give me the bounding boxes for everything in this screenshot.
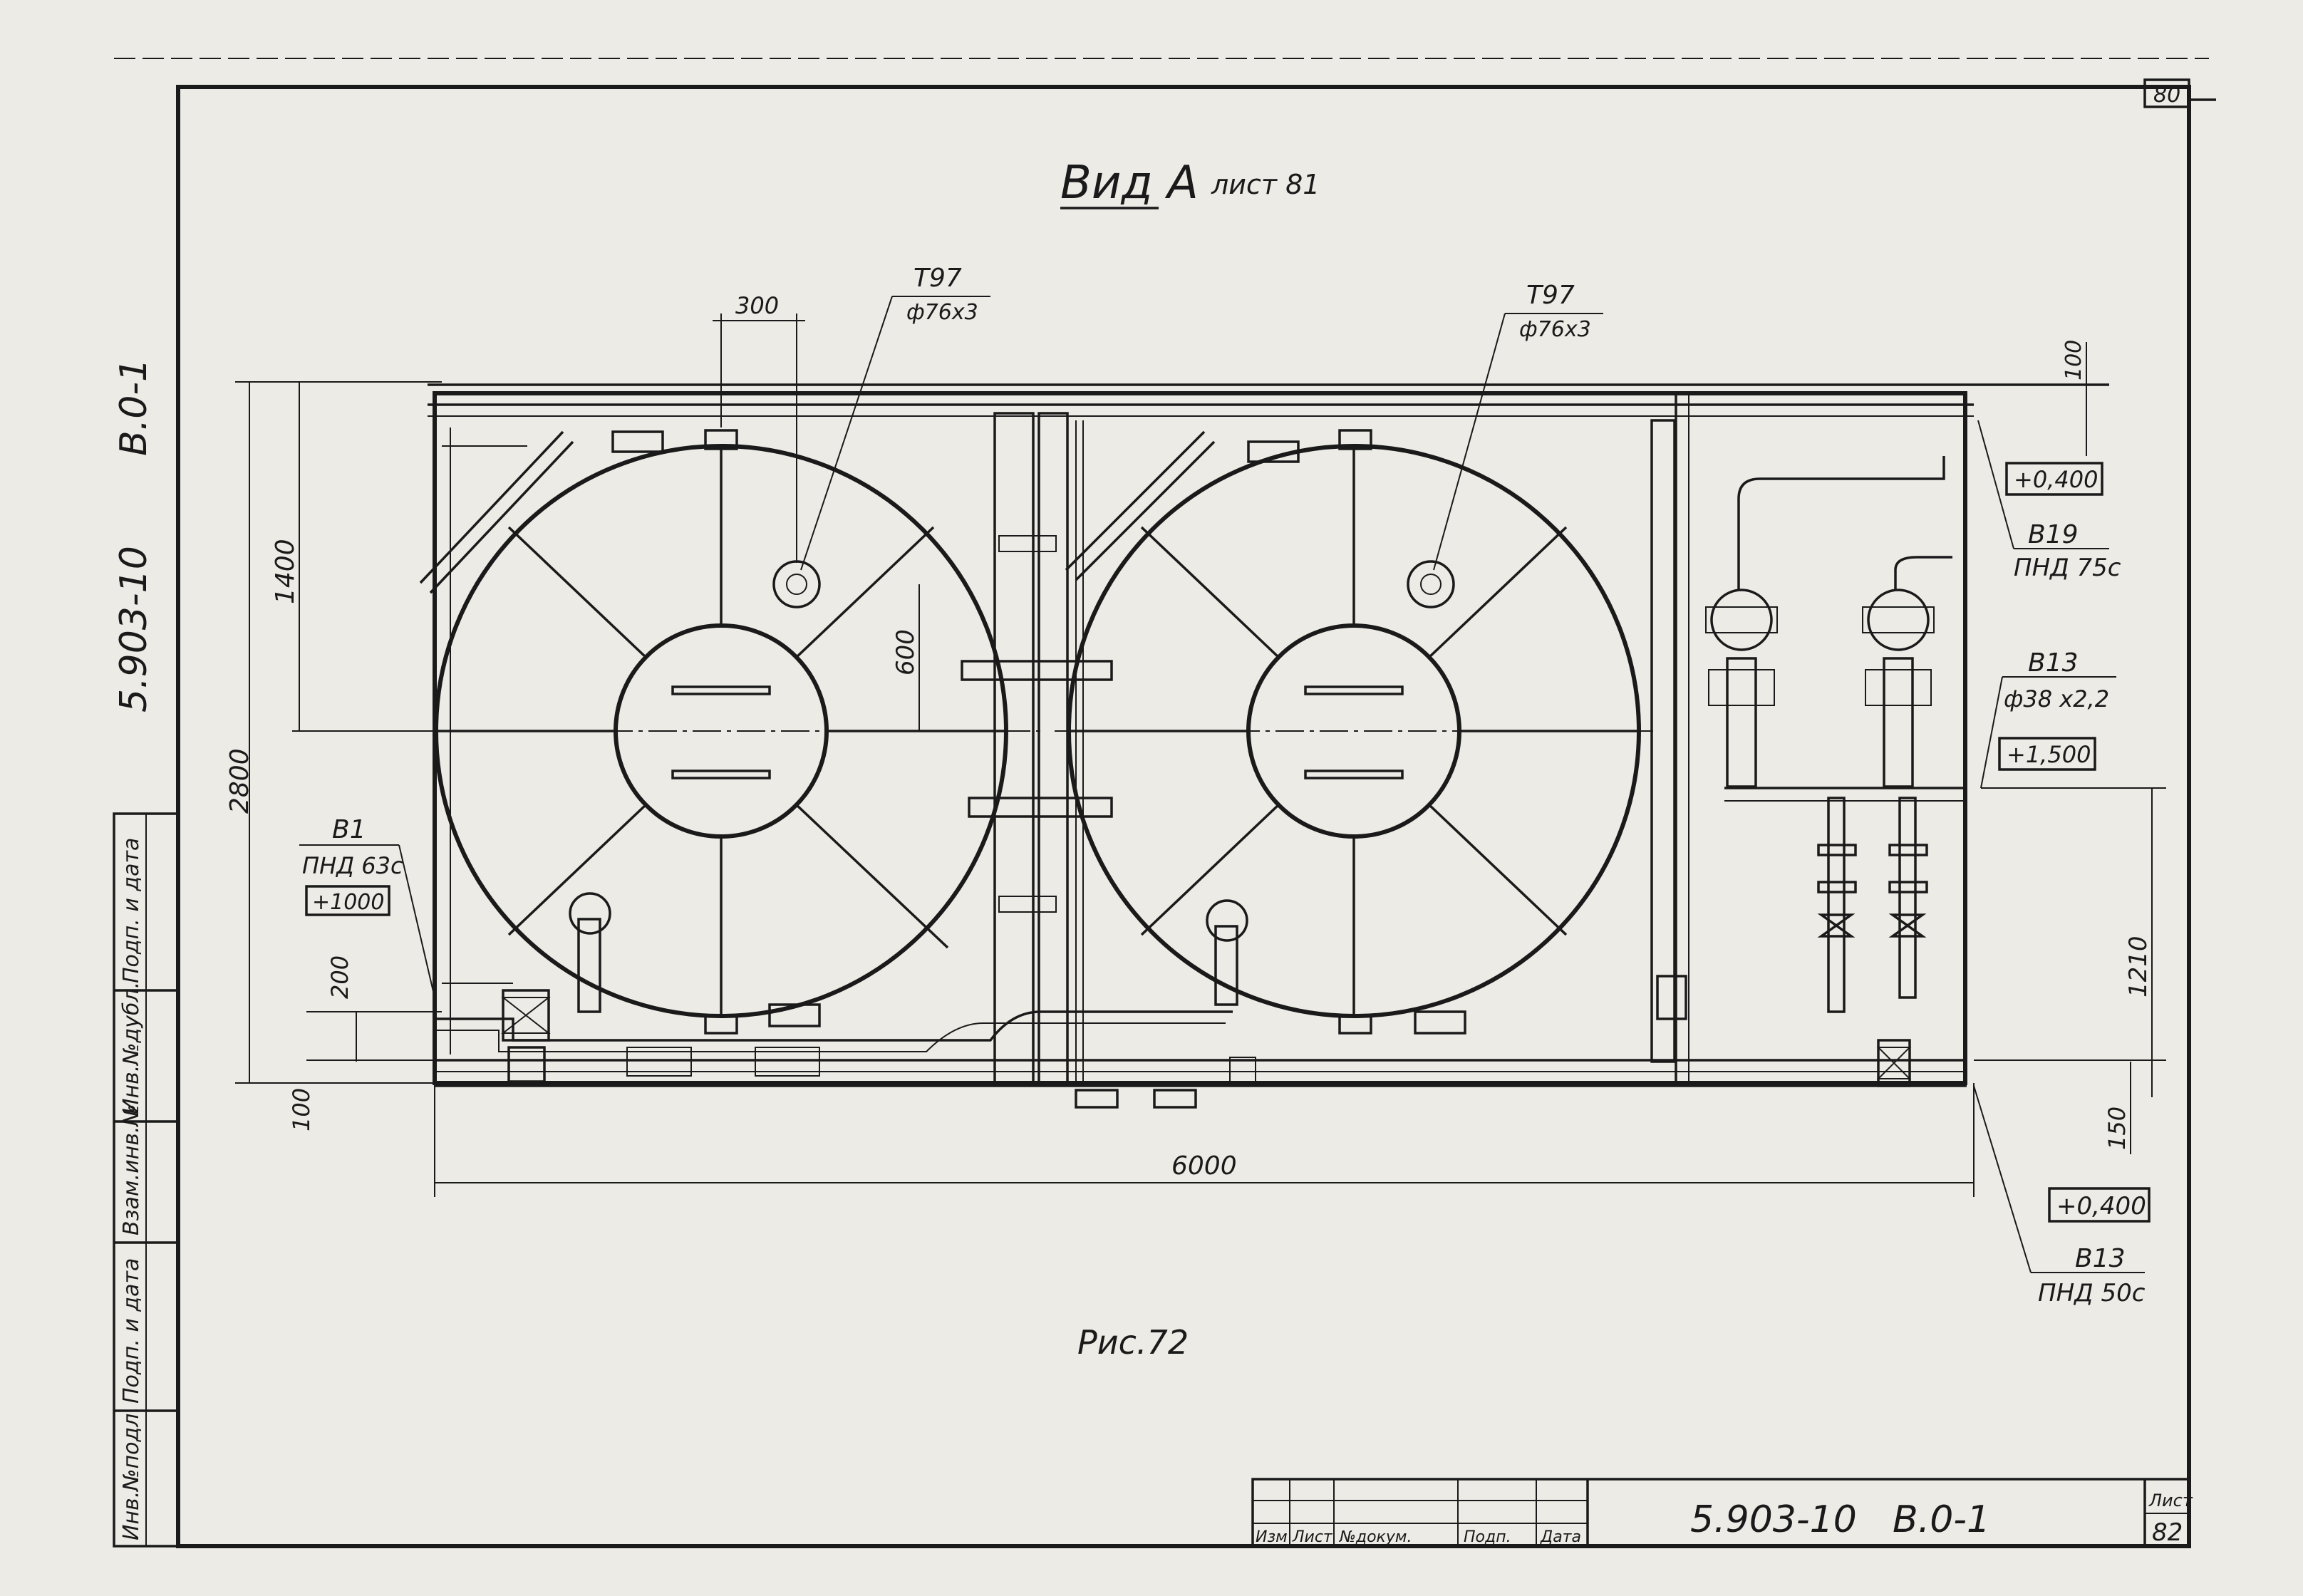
dim-300: 300 [735,292,779,319]
view-title-text: Вид А [1060,157,1199,209]
view-sheet-ref: лист 81 [1211,169,1320,200]
dim-600: 600 [891,629,920,675]
b19-mark: В19 [2028,520,2079,549]
dim-6000: 6000 [1171,1151,1237,1181]
dimension-values: 300 100 1400 600 2800 200 100 6000 1210 … [225,292,2153,1181]
stamp-label-sign-date-2: Подп. и дата [119,838,144,983]
dim-150: 150 [2103,1107,2131,1150]
dim-2800: 2800 [225,748,254,814]
figure-caption: Рис.72 [1077,1323,1189,1362]
bottom-piping [433,989,1256,1109]
left-strip: 5.903-10 В.0-1 [113,358,155,712]
corner-sheet-number: 80 [2143,78,2190,108]
t97-left-size: ф76х3 [906,300,978,325]
stamp-label-replace-inv: Взам.инв.№ [119,1104,144,1235]
elevation-left-text: +1000 [312,890,384,915]
tb-header-doc: №докум. [1339,1528,1412,1546]
b13-upper-size: ф38 х2,2 [2004,685,2109,712]
callout-t97-right: Т97 ф76х3 [1433,281,1603,571]
dim-200: 200 [326,955,353,999]
tb-part: В.0-1 [1893,1498,1990,1541]
right-equipment [1705,456,1967,1087]
elevation-bottom-right-text: +0,400 [2056,1192,2146,1221]
callout-b13-upper: В13 ф38 х2,2 [1980,648,2116,789]
left-strip-code: 5.903-10 [113,546,155,712]
b13-lower-pipe: ПНД 50с [2038,1279,2146,1307]
dim-1400: 1400 [271,539,300,604]
stamp-label-orig-inv: Инв.№подл. [119,1406,144,1540]
stamp-label-dup-inv: Инв.№дубл. [119,982,144,1114]
tb-sheet-label: Лист [2148,1491,2193,1510]
elevation-mid-right: +1,500 [1998,737,2096,771]
tb-code: 5.903-10 [1690,1498,1857,1541]
view-title: Вид А лист 81 [1060,157,1320,209]
elevation-mid-right-text: +1,500 [2007,741,2091,768]
callout-b13-lower: В13 ПНД 50с [1973,1085,2146,1307]
elevation-top-right: +0,400 [2005,462,2103,496]
b19-pipe: ПНД 75с [2014,554,2121,582]
elevation-bottom-right: +0,400 [2048,1187,2151,1223]
dimension-lines [235,314,2166,1197]
tank-right [1055,429,1653,1035]
callout-t97-left: Т97 ф76х3 [800,264,990,571]
left-strip-part: В.0-1 [113,358,155,456]
dim-100-top: 100 [2061,340,2086,380]
elevation-top-right-text: +0,400 [2014,466,2098,493]
callout-b1: В1 ПНД 63с [299,815,435,998]
callout-b19: В19 ПНД 75с [1977,420,2121,582]
t97-right-mark: Т97 [1526,281,1575,310]
t97-right-size: ф76х3 [1519,317,1591,342]
b1-mark: В1 [332,815,366,844]
b13-lower-mark: В13 [2075,1244,2126,1273]
tb-sheet-number: 82 [2152,1518,2183,1547]
dim-1210: 1210 [2124,936,2153,998]
vertical-piping [961,412,1687,1084]
tb-header-rev: Изм [1256,1528,1288,1546]
tb-header-date: Дата [1540,1528,1581,1546]
stamp-label-sign-date-1: Подп. и дата [119,1258,144,1404]
t97-left-mark: Т97 [914,264,962,293]
corner-sheet-number-text: 80 [2153,83,2180,108]
elevation-left: +1000 [305,885,390,916]
b13-upper-mark: В13 [2028,648,2079,678]
side-stamp: Подп. и дата Инв.№дубл. Взам.инв.№ Подп.… [113,812,180,1548]
dim-100-bottom: 100 [288,1088,315,1131]
tb-header-sheet: Лист [1292,1528,1333,1546]
b1-pipe: ПНД 63с [302,852,403,879]
title-block: Изм Лист №докум. Подп. Дата 5.903-10 В.0… [1251,1478,2193,1548]
tb-header-sign: Подп. [1464,1528,1511,1546]
